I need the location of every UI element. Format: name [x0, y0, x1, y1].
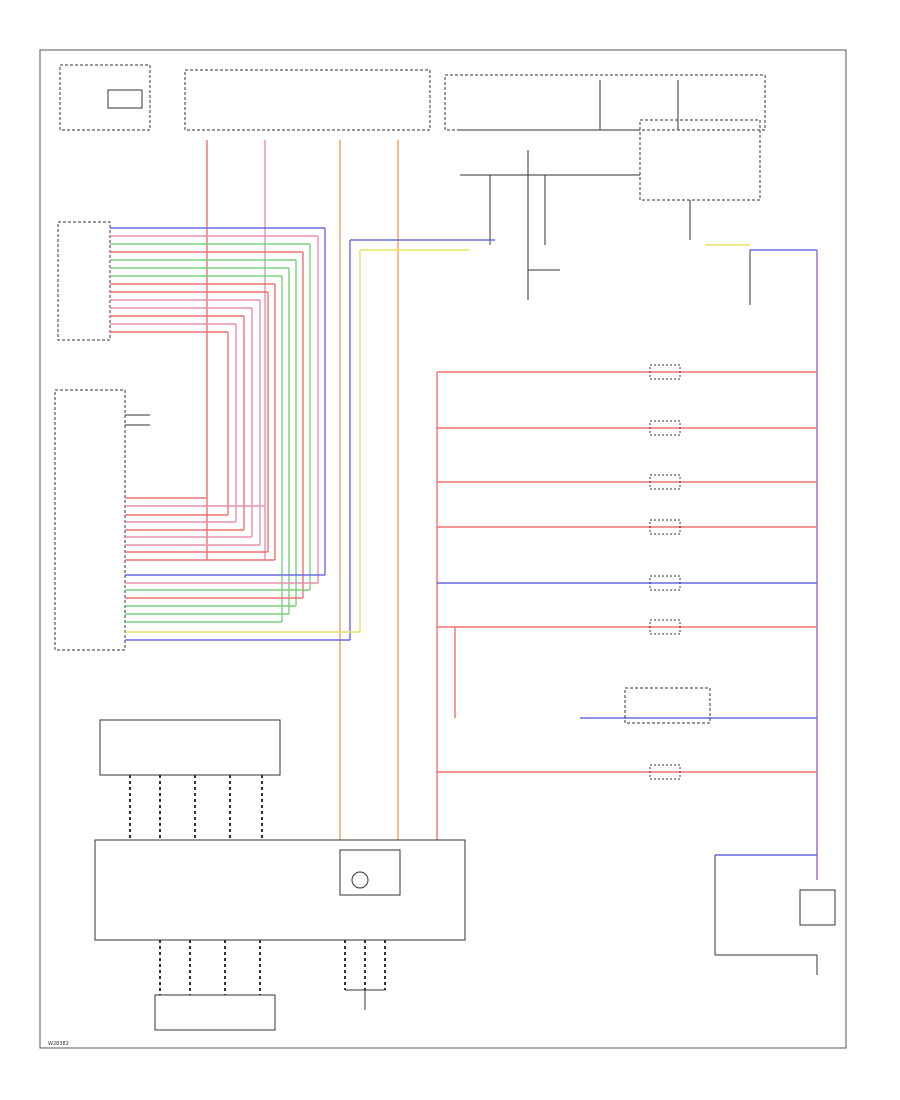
- figure-id: W28382: [48, 1041, 69, 1047]
- control-unit: [94, 719, 466, 1031]
- combination-switch: [57, 221, 326, 622]
- indicator-ladder: [436, 244, 818, 880]
- body-control-module: [54, 389, 360, 651]
- lower-right-component: [714, 854, 836, 975]
- feed-wires: [206, 140, 495, 840]
- fuse-block-top: [59, 64, 766, 300]
- diagram-frame: [39, 49, 847, 1049]
